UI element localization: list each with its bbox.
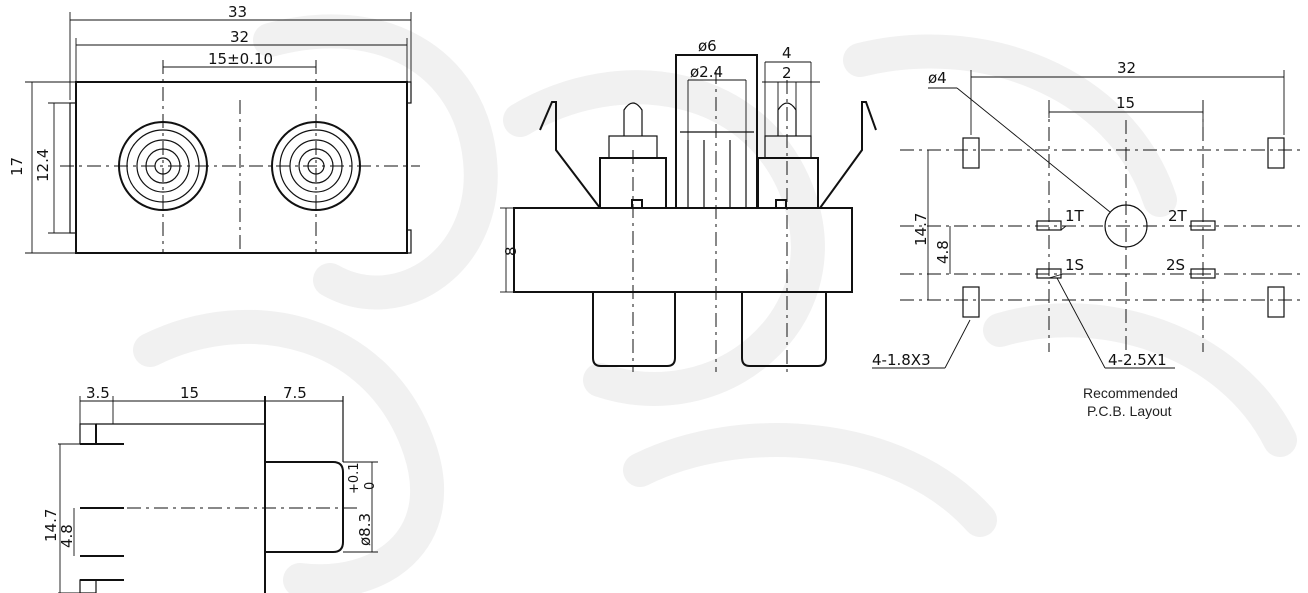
side-row-span: 14.7 [42,509,60,542]
side-tol-lower: 0 [363,482,378,490]
side-row-pitch: 4.8 [58,524,76,548]
pcb-layout: ø4 32 15 14.7 4.8 1T 2T 1S 2S 4-1.8X3 4-… [872,59,1300,419]
dim-base-height: 8 [502,246,520,256]
side-tol-upper: +0.1 [347,462,362,494]
slot-small-label: 4-2.5X1 [1108,351,1167,369]
pcb-caption-line2: P.C.B. Layout [1087,403,1172,419]
dim-pin-width-inner: 2 [782,64,792,82]
dim-jack-pitch: 15±0.10 [208,50,273,68]
slot-large-label: 4-1.8X3 [872,351,931,369]
pcb-hole-dia: ø4 [928,69,947,87]
dim-body-height: 12.4 [34,149,52,182]
pad-label-1s: 1S [1065,256,1084,274]
pcb-row-span: 14.7 [912,213,930,246]
front-view: 33 32 15±0.10 17 12.4 [8,3,420,254]
side-length: 15 [180,384,199,402]
pad-label-2t: 2T [1168,207,1188,225]
side-body-depth: 7.5 [283,384,307,402]
pcb-span: 32 [1117,59,1136,77]
pad-label-2s: 2S [1166,256,1185,274]
pcb-pitch: 15 [1116,94,1135,112]
pad-label-1t: 1T [1065,207,1085,225]
dim-body-width: 32 [230,28,249,46]
pcb-row-pitch: 4.8 [934,240,952,264]
side-offset: 3.5 [86,384,110,402]
dim-dia-outer: ø6 [698,37,717,55]
dim-dia-inner: ø2.4 [690,63,723,81]
section-view: ø6 ø2.4 4 2 8 [500,37,877,372]
dim-overall-height: 17 [8,157,26,176]
dim-pin-width-outer: 4 [782,44,792,62]
watermark [133,14,1297,593]
side-dia-main: ø8.3 [356,513,374,546]
side-view: 3.5 15 7.5 14.7 4.8 ø8.3 +0.1 0 [42,384,378,593]
pcb-caption-line1: Recommended [1083,385,1178,401]
dim-overall-width: 33 [228,3,247,21]
